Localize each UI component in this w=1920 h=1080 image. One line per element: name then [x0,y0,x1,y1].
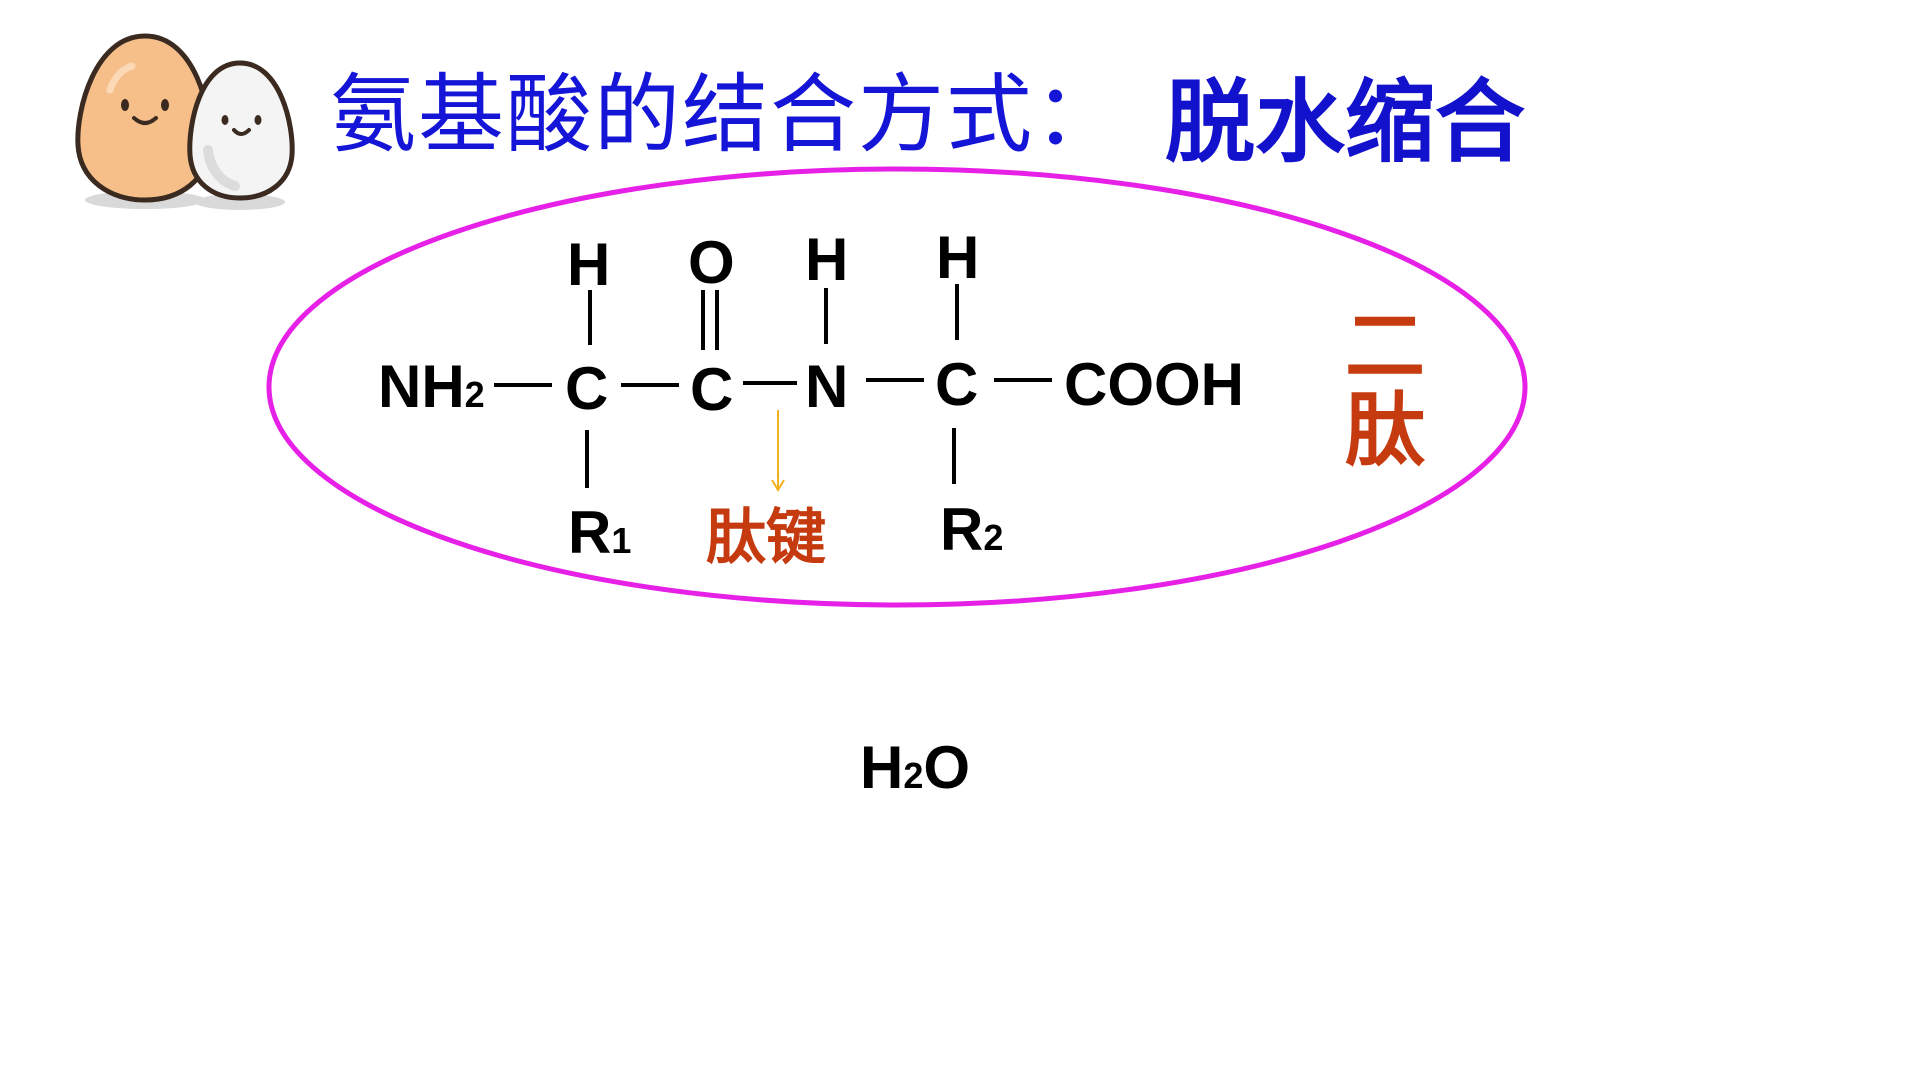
r1-group: R1 [568,499,632,566]
amine-group: NH2 [378,353,485,420]
h-atom-top-n: H [805,226,849,293]
peptide-bond-line [743,381,797,385]
h-atom-top-2: H [936,224,980,291]
carboxyl-group: COOH [1064,351,1244,418]
bond-c3-cooh [994,378,1052,382]
dipeptide-label-line-1: 二 [1345,300,1425,393]
bond-c1-r1 [585,430,589,488]
dipeptide-label-line-2: 肽 [1345,384,1425,477]
bond-n-c1 [494,383,552,387]
carbon-alpha-2: C [935,351,979,418]
bond-c3-h [955,284,959,340]
down-arrow-icon [771,410,785,492]
water-molecule: H2O [860,734,971,801]
carbon-alpha-1: C [565,355,609,422]
o-atom-top: O [688,229,735,296]
peptide-bond-label: 肽键 [706,503,826,573]
double-bond-c-o-right [715,290,719,350]
slide-title-emphasis: 脱水缩合 [1165,70,1525,175]
bond-n-h [824,288,828,344]
bond-c3-r2 [952,428,956,484]
highlight-ellipse [266,166,1528,608]
bond-c1-c2 [621,383,679,387]
r2-group: R2 [940,496,1004,563]
h-atom-top-1: H [567,231,611,298]
bond-n-c3 [866,378,924,382]
amide-nitrogen: N [805,353,849,420]
carbonyl-carbon: C [690,356,734,423]
bond-c1-h [588,290,592,345]
slide-title: 氨基酸的结合方式： [330,65,1122,165]
double-bond-c-o-left [701,290,705,350]
dipeptide-label: 二 肽 [1340,305,1430,473]
egg-characters-icon [75,33,295,210]
